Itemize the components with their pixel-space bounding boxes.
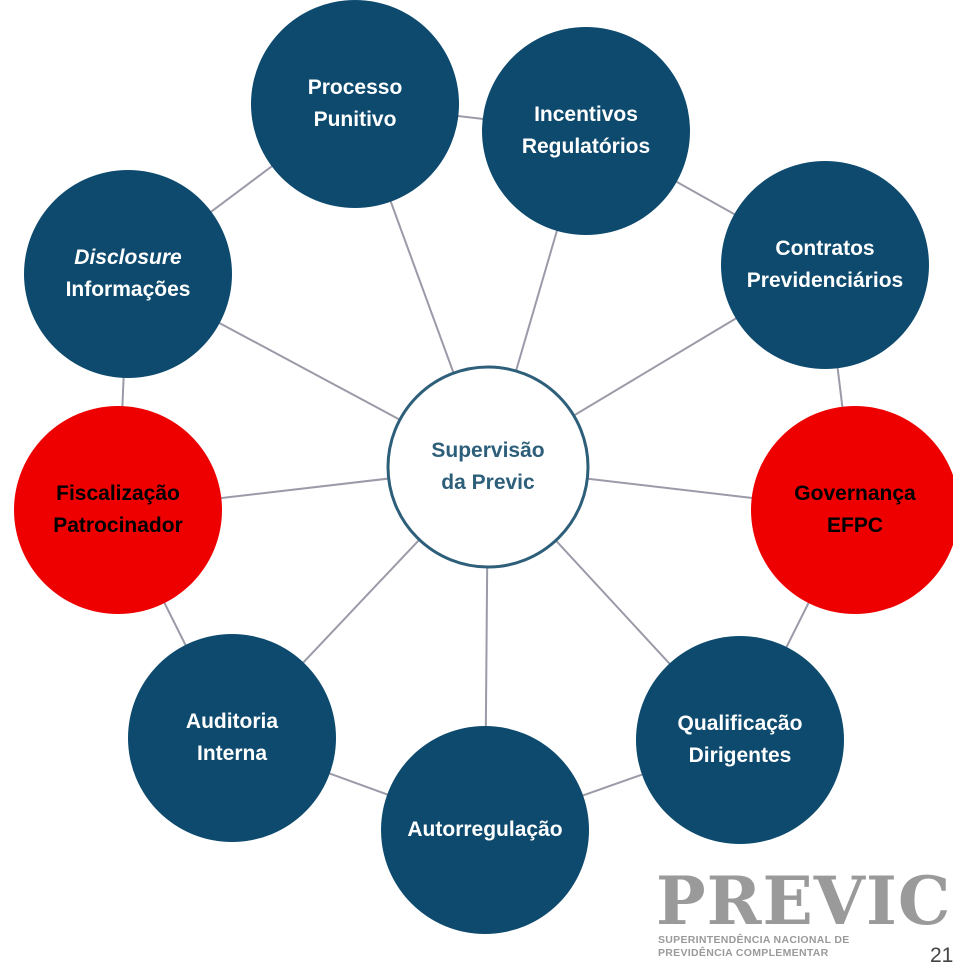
- logo-wordmark: PREVIC: [656, 862, 952, 940]
- node-governanca-efpc: [751, 406, 953, 614]
- node-contratos-previdenciarios: [721, 161, 929, 369]
- logo-subtitle-line-1: SUPERINTENDÊNCIA NACIONAL DE: [658, 934, 850, 946]
- node-incentivos-regulatorios: [482, 27, 690, 235]
- node-supervisao-da-previc: [386, 365, 590, 569]
- diagram-nodes: [14, 0, 953, 934]
- node-disclosure-informacoes: [24, 170, 232, 378]
- logo-subtitle-line-2: PREVIDÊNCIA COMPLEMENTAR: [658, 947, 829, 959]
- page-number: 21: [930, 944, 953, 967]
- node-autorregulacao: [381, 726, 589, 934]
- node-auditoria-interna: [128, 634, 336, 842]
- node-processo-punitivo: [251, 0, 459, 208]
- node-qualificacao-dirigentes: [636, 636, 844, 844]
- node-fiscalizacao-patrocinador: [14, 406, 222, 614]
- previc-logo: PREVIC SUPERINTENDÊNCIA NACIONAL DE PREV…: [656, 862, 952, 960]
